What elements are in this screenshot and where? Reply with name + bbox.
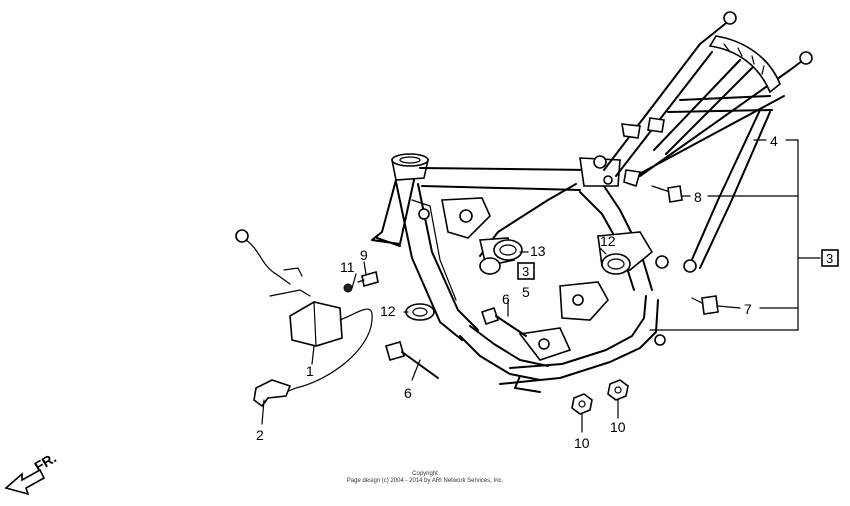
grommet-12-right [601, 253, 631, 275]
nut-11 [343, 283, 353, 293]
callout-3-box-right [821, 249, 839, 267]
callout-12-left: 12 [380, 303, 396, 319]
callout-6-upper: 6 [502, 291, 510, 307]
callout-6-lower: 6 [404, 385, 412, 401]
callout-10-left: 10 [574, 435, 590, 451]
callout-4: 4 [770, 133, 778, 149]
grommet-13 [479, 239, 523, 275]
bolt-6-lower [385, 341, 439, 379]
subframe [603, 11, 813, 273]
copyright-line: Copyright [412, 471, 438, 477]
callout-9: 9 [360, 247, 368, 263]
bolt-8 [651, 185, 683, 203]
callout-8: 8 [694, 189, 702, 205]
callout-2: 2 [256, 427, 264, 443]
callout-13: 13 [530, 243, 546, 259]
bolt-9 [357, 270, 379, 288]
bolt-6-upper [480, 306, 527, 337]
callout-11: 11 [340, 259, 355, 275]
front-direction-arrow: FR. [4, 449, 59, 496]
nut-10-left [571, 393, 593, 415]
callout-3-box-center [517, 262, 535, 280]
callout-10-right: 10 [610, 419, 626, 435]
callout-1: 1 [306, 363, 314, 379]
grommet-12-left [405, 303, 435, 321]
page-design-credit: Page design (c) 2004 - 2014 by ARI Netwo… [346, 478, 504, 484]
callout-5: 5 [522, 284, 530, 300]
nut-10-right [607, 379, 629, 401]
callout-3-center: 3 [522, 264, 529, 279]
callout-3-right: 3 [826, 251, 833, 266]
leader-lines [261, 139, 821, 433]
bolt-7 [691, 295, 719, 315]
callout-7: 7 [744, 301, 752, 317]
callout-12-right: 12 [600, 233, 616, 249]
ignition-coil-assembly [235, 229, 373, 408]
